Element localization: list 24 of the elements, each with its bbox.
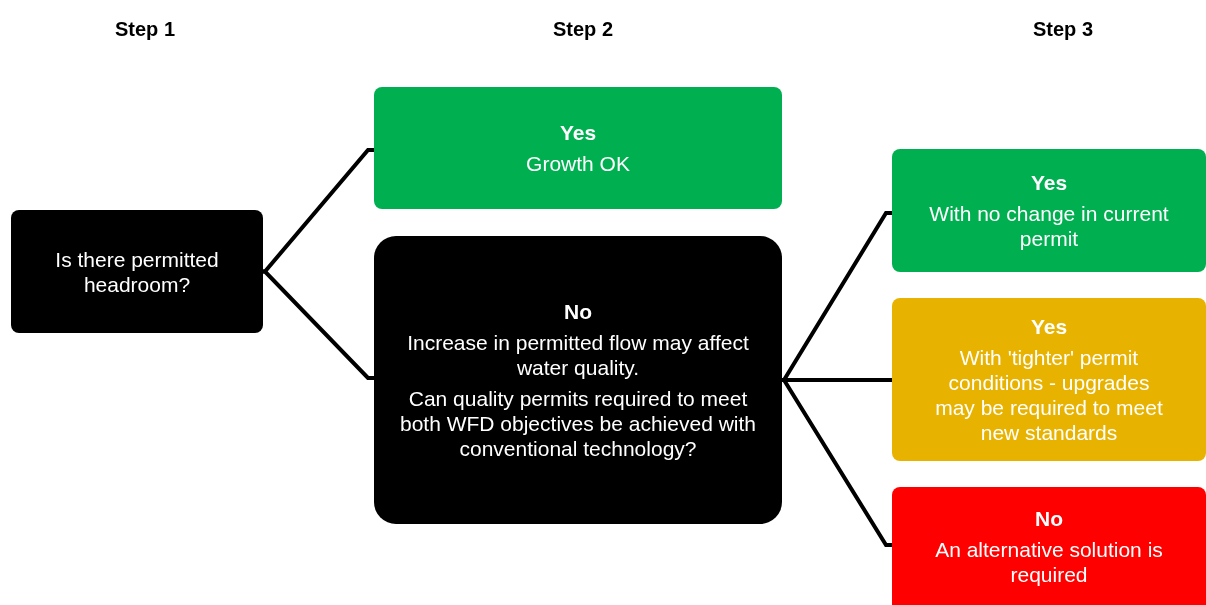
connector-line: [782, 378, 892, 382]
connector-line: [262, 269, 374, 380]
flowchart-box: [374, 87, 782, 209]
flowchart-box: [374, 236, 782, 524]
connector-line: [262, 148, 374, 274]
box-text: With no change in current permit: [928, 201, 1170, 251]
box-text: With 'tighter' permit conditions - upgrades may be required to meet new standards: [934, 345, 1164, 445]
step-heading: Step 3: [1033, 17, 1093, 42]
box-text: Can quality permits required to meet both WFD objectives be achieved with conventional technology?: [399, 386, 757, 461]
box-heading: Yes: [559, 120, 597, 145]
box-text: Increase in permitted flow may affect water quality.: [406, 330, 750, 380]
flowchart-box: [892, 298, 1206, 461]
box-heading: No: [564, 299, 592, 324]
step-heading: Step 1: [115, 17, 175, 42]
box-text: Growth OK: [526, 151, 630, 176]
box-heading: No: [1035, 505, 1063, 531]
box-heading: Yes: [1030, 314, 1068, 339]
box-text: An alternative solution is required: [934, 536, 1164, 587]
step-heading: Step 2: [553, 17, 613, 42]
flowchart-box: [892, 149, 1206, 272]
box-heading: Yes: [1030, 170, 1068, 195]
flowchart-box: [892, 487, 1206, 605]
flowchart-box: [11, 210, 263, 333]
box-text: Is there permitted headroom?: [54, 246, 220, 297]
